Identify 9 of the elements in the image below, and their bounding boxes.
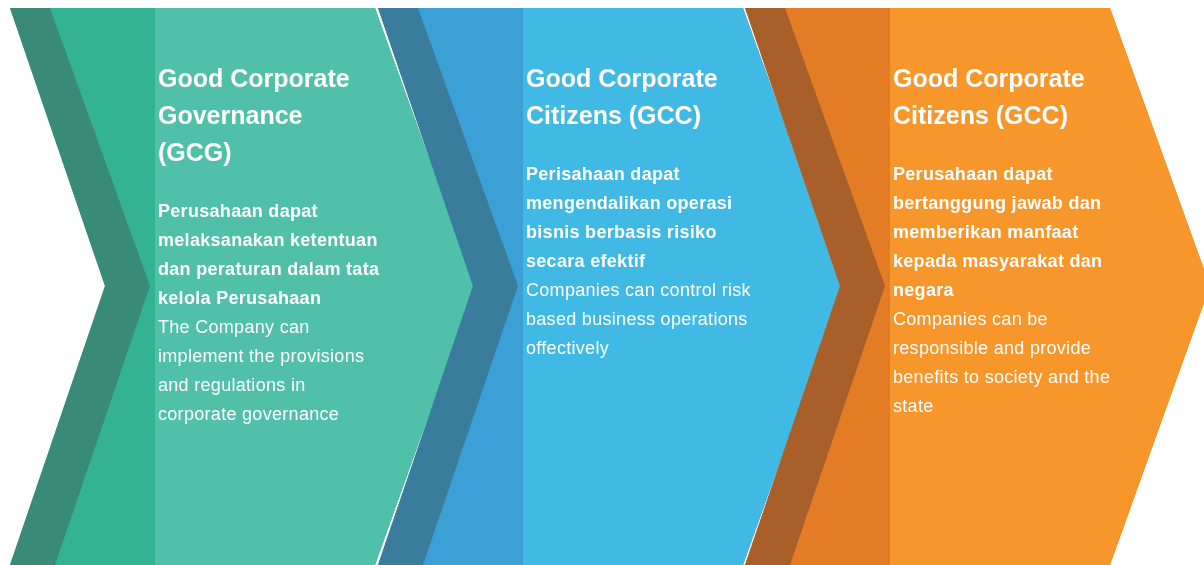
- node-subtitle: Perusahaan dapat bertanggung jawab dan memberikan manfaat kepada masyarakat dan negara: [893, 163, 1104, 302]
- node-title: Good Corporate Citizens (GCC): [893, 63, 1086, 131]
- node-title: Good Corporate Citizens (GCC): [526, 63, 719, 131]
- node-title: Good Corporate Governance (GCG): [158, 63, 351, 168]
- node-subtitle: Perisahaan dapat mengendalikan operasi bisnis berbasis risiko secara efektif: [526, 163, 734, 273]
- node-description: The Company can implement the provisions and regulations in corporate governance: [158, 316, 366, 426]
- node-description: Companies can control risk based business operations offectively: [526, 279, 751, 360]
- node-description: Companies can be responsible and provide benefits to society and the state: [893, 308, 1112, 418]
- node-subtitle: Perusahaan dapat melaksanakan ketentuan dan peraturan dalam tata kelola Perusahaan: [158, 200, 381, 310]
